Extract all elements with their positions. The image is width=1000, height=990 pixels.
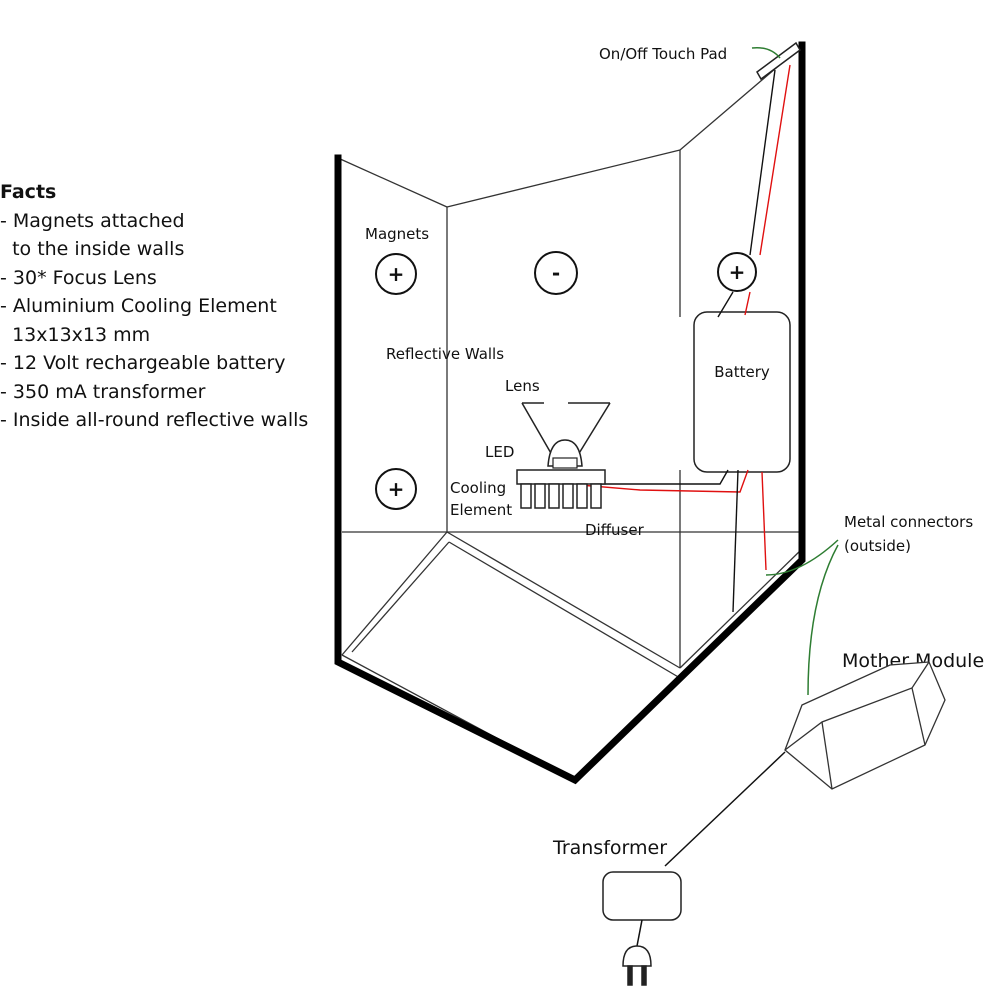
magnet-sign: +: [729, 260, 746, 284]
metal-connectors-label-line2: (outside): [844, 537, 911, 555]
magnets-label: Magnets: [365, 225, 429, 243]
fact-item: 13x13x13 mm: [0, 323, 151, 346]
fact-item: - 12 Volt rechargeable battery: [0, 352, 286, 374]
diffuser-label: Diffuser: [585, 521, 645, 539]
led: [547, 439, 583, 469]
plug-cable: [636, 919, 643, 947]
thick-frame: [334, 41, 806, 785]
touch-pad-leader: [751, 46, 781, 59]
mother-module-label: Mother Module: [842, 650, 984, 672]
magnet-sign: +: [388, 477, 405, 501]
magnet-bottom-left: +: [375, 468, 417, 510]
fact-item: - 30* Focus Lens: [0, 266, 157, 289]
lens-label: Lens: [505, 377, 540, 395]
wires: [579, 64, 791, 613]
transformer-cable: [664, 751, 786, 867]
fact-item: - Magnets attached: [0, 209, 185, 232]
mother-module: [784, 661, 946, 790]
battery-box: [693, 311, 791, 473]
plug-icon: [622, 945, 652, 986]
touch-pad-label: On/Off Touch Pad: [599, 45, 727, 63]
fact-item: - Inside all-round reflective walls: [0, 409, 309, 431]
housing-walls: [337, 44, 804, 668]
transformer-label: Transformer: [552, 837, 667, 859]
metal-connectors-label-line1: Metal connectors: [844, 513, 973, 531]
battery-label: Battery: [714, 363, 770, 381]
fact-item: - 350 mA transformer: [0, 380, 206, 403]
magnet-top-right: +: [717, 252, 757, 292]
transformer-box: [602, 871, 682, 921]
magnet-top-left: +: [375, 253, 417, 295]
fact-item: - Aluminium Cooling Element: [0, 295, 277, 317]
reflective-walls-label: Reflective Walls: [386, 345, 504, 363]
magnet-top-center: -: [534, 251, 578, 295]
cooling-element: [516, 469, 606, 509]
touch-pad: [756, 41, 801, 81]
facts-title: Facts: [0, 181, 57, 203]
cooling-label-line1: Cooling: [450, 479, 506, 497]
facts-panel: Facts - Magnets attached to the inside w…: [0, 178, 330, 435]
magnet-sign: -: [552, 261, 560, 285]
cooling-label-line2: Element: [450, 501, 512, 519]
led-label: LED: [485, 443, 514, 461]
lens: [521, 402, 611, 456]
magnet-sign: +: [388, 262, 405, 286]
fact-item: to the inside walls: [0, 238, 185, 260]
metal-connectors-leader: [765, 539, 839, 696]
